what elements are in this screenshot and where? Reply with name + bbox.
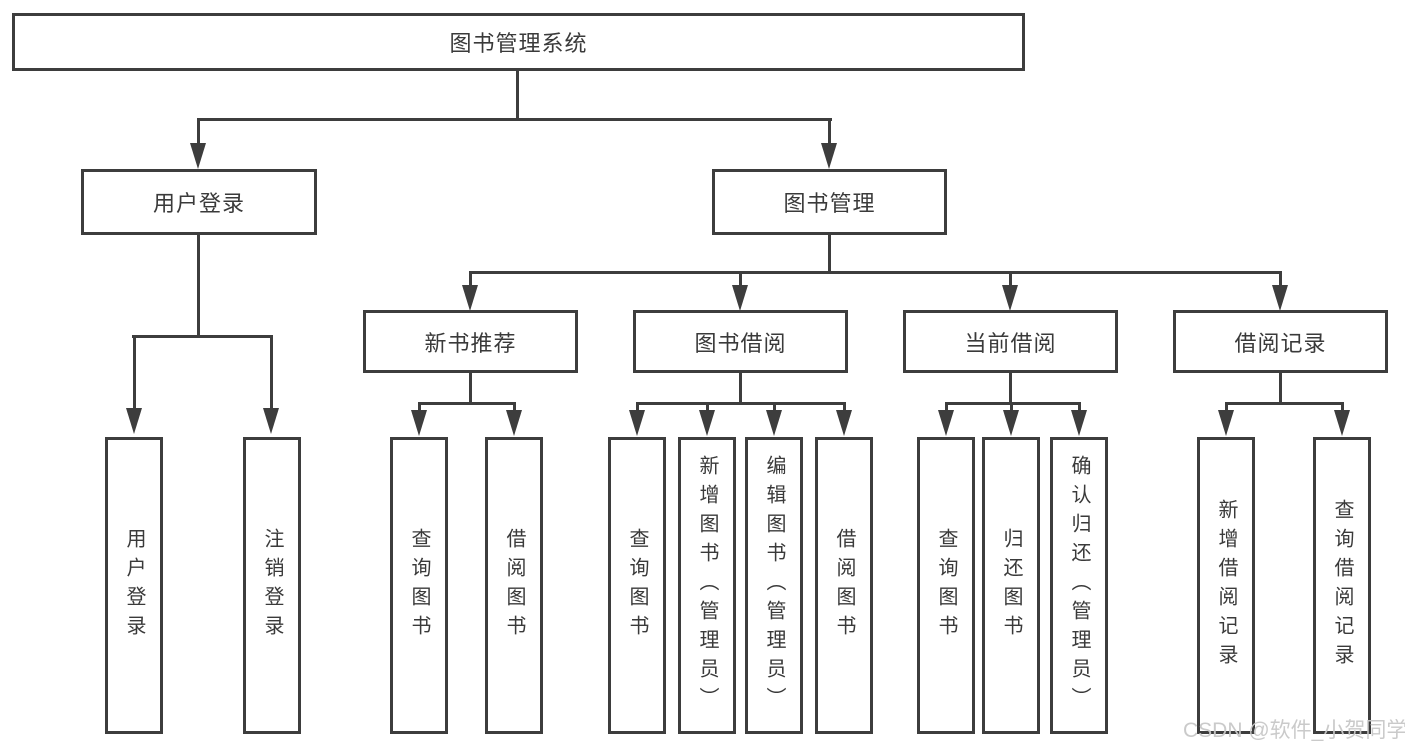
- leaf-borrow-borrow-books: 借阅图书: [815, 437, 873, 734]
- arrowhead-current-borrow: [1002, 285, 1018, 311]
- connector-stem-br-leaf2: [1341, 402, 1344, 413]
- node-book-management: 图书管理: [712, 169, 947, 235]
- watermark: CSDN @软件_小贺同学: [1183, 719, 1405, 742]
- connector-stem-book-management: [828, 118, 831, 146]
- node-borrow-records: 借阅记录: [1173, 310, 1388, 373]
- node-user-login-label: 用户登录: [152, 191, 245, 216]
- node-book-borrow: 图书借阅: [633, 310, 848, 373]
- connector-stem-cb-leaf1: [945, 402, 948, 413]
- leaf-current-confirm-return-admin: 确认归还（管理员）: [1050, 437, 1108, 734]
- connector-stem-book-borrow: [739, 271, 742, 288]
- leaf-borrow-query-books: 查询图书: [608, 437, 666, 734]
- connector-borrow-records-stem: [1279, 373, 1282, 405]
- connector-book-management-stem: [828, 235, 831, 274]
- connector-book-borrow-stem: [739, 373, 742, 405]
- node-root: 图书管理系统: [12, 13, 1025, 71]
- connector-stem-new-book: [469, 271, 472, 288]
- arrowhead-nb-leaf2: [506, 410, 522, 436]
- node-new-book-recommend: 新书推荐: [363, 310, 578, 373]
- connector-stem-user-login: [197, 118, 200, 146]
- arrowhead-user-login: [190, 143, 206, 169]
- node-book-management-label: 图书管理: [783, 191, 876, 216]
- connector-stem-cb-leaf3: [1078, 402, 1081, 413]
- connector-root-stem: [516, 70, 519, 120]
- connector-user-login-stem: [197, 235, 200, 338]
- connector-stem-nb-leaf1: [418, 402, 421, 413]
- arrowhead-new-book: [462, 285, 478, 311]
- node-root-label: 图书管理系统: [449, 31, 588, 56]
- leaf-records-add-record: 新增借阅记录: [1197, 437, 1255, 734]
- connector-bus-new-book: [418, 402, 516, 405]
- connector-stem-cb-leaf2: [1010, 402, 1013, 413]
- connector-stem-leaf-login: [133, 335, 136, 410]
- node-new-book-recommend-label: 新书推荐: [424, 330, 517, 356]
- arrowhead-bb-leaf3: [766, 410, 782, 436]
- node-borrow-records-label: 借阅记录: [1234, 330, 1327, 356]
- leaf-current-query-books: 查询图书: [917, 437, 975, 734]
- arrowhead-br-leaf1: [1218, 410, 1234, 436]
- arrowhead-book-borrow: [732, 285, 748, 311]
- arrowhead-bb-leaf2: [699, 410, 715, 436]
- connector-stem-bb-leaf4: [843, 402, 846, 413]
- connector-stem-nb-leaf2: [513, 402, 516, 413]
- connector-stem-br-leaf1: [1225, 402, 1228, 413]
- arrowhead-bb-leaf1: [629, 410, 645, 436]
- leaf-records-query-record: 查询借阅记录: [1313, 437, 1371, 734]
- connector-stem-bb-leaf3: [773, 402, 776, 413]
- arrowhead-leaf-login: [126, 408, 142, 434]
- connector-bus-borrow-records: [1225, 402, 1344, 405]
- connector-stem-leaf-logout: [270, 335, 273, 410]
- node-current-borrow-label: 当前借阅: [964, 330, 1057, 356]
- leaf-borrow-edit-books-admin: 编辑图书（管理员）: [745, 437, 803, 734]
- node-book-borrow-label: 图书借阅: [694, 330, 787, 356]
- connector-bus-level3: [469, 271, 1282, 274]
- arrowhead-borrow-records: [1272, 285, 1288, 311]
- leaf-user-login: 用户登录: [105, 437, 163, 734]
- connector-current-borrow-stem: [1009, 373, 1012, 405]
- leaf-newbook-query-books: 查询图书: [390, 437, 448, 734]
- arrowhead-br-leaf2: [1334, 410, 1350, 436]
- connector-bus-level2: [197, 118, 832, 121]
- connector-new-book-stem: [469, 373, 472, 405]
- leaf-current-return-books: 归还图书: [982, 437, 1040, 734]
- connector-stem-current-borrow: [1009, 271, 1012, 288]
- arrowhead-bb-leaf4: [836, 410, 852, 436]
- node-user-login: 用户登录: [81, 169, 317, 235]
- connector-bus-user-login: [132, 335, 273, 338]
- connector-stem-borrow-records: [1279, 271, 1282, 288]
- arrowhead-cb-leaf3: [1071, 410, 1087, 436]
- arrowhead-nb-leaf1: [411, 410, 427, 436]
- leaf-logout: 注销登录: [243, 437, 301, 734]
- connector-stem-bb-leaf2: [706, 402, 709, 413]
- connector-stem-bb-leaf1: [636, 402, 639, 413]
- arrowhead-book-management: [821, 143, 837, 169]
- arrowhead-cb-leaf2: [1003, 410, 1019, 436]
- connector-bus-book-borrow: [636, 402, 845, 405]
- leaf-borrow-add-books-admin: 新增图书（管理员）: [678, 437, 736, 734]
- arrowhead-cb-leaf1: [938, 410, 954, 436]
- node-current-borrow: 当前借阅: [903, 310, 1118, 373]
- leaf-newbook-borrow-books: 借阅图书: [485, 437, 543, 734]
- arrowhead-leaf-logout: [263, 408, 279, 434]
